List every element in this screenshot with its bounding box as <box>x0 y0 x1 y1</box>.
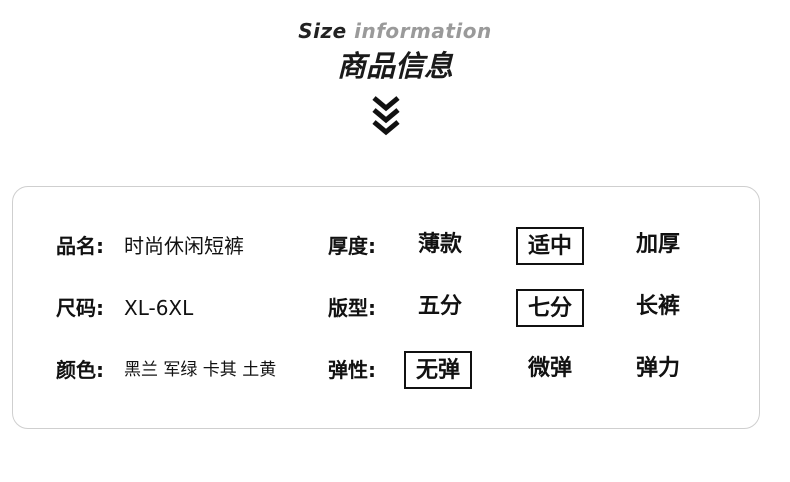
size-label: 尺码: <box>56 296 104 320</box>
fit-option-half: 五分 <box>417 294 462 319</box>
product-info-title: 商品信息 <box>336 49 453 83</box>
english-title: Size information <box>0 18 790 44</box>
product-name-value: 时尚休闲短裤 <box>124 234 244 258</box>
thickness-option-medium-selected: 适中 <box>516 227 584 265</box>
english-title-word-size: Size <box>298 19 347 43</box>
color-value: 黑兰 军绿 卡其 土黄 <box>124 360 277 380</box>
thickness-label: 厚度: <box>328 234 376 258</box>
color-label: 颜色: <box>56 358 104 382</box>
elasticity-option-slight: 微弹 <box>527 356 572 381</box>
elasticity-label: 弹性: <box>328 358 376 382</box>
elasticity-option-none-selected: 无弹 <box>404 351 472 389</box>
size-value: XL-6XL <box>124 296 194 320</box>
product-name-label: 品名: <box>56 234 104 258</box>
fit-option-seventh-selected: 七分 <box>516 289 584 327</box>
thickness-option-thin: 薄款 <box>417 232 462 257</box>
elasticity-option-stretch: 弹力 <box>635 356 680 381</box>
fit-label: 版型: <box>328 296 376 320</box>
info-card <box>12 186 760 429</box>
info-row-size: 尺码: XL-6XL 版型: 五分 七分 长裤 <box>0 288 790 328</box>
info-row-color: 颜色: 黑兰 军绿 卡其 土黄 弹性: 无弹 微弹 弹力 <box>0 350 790 390</box>
english-title-word-information: information <box>354 19 492 43</box>
fit-option-long: 长裤 <box>635 294 680 319</box>
thickness-option-thick: 加厚 <box>635 232 680 257</box>
info-row-name: 品名: 时尚休闲短裤 厚度: 薄款 适中 加厚 <box>0 226 790 266</box>
triple-chevron-down-icon <box>372 96 400 136</box>
